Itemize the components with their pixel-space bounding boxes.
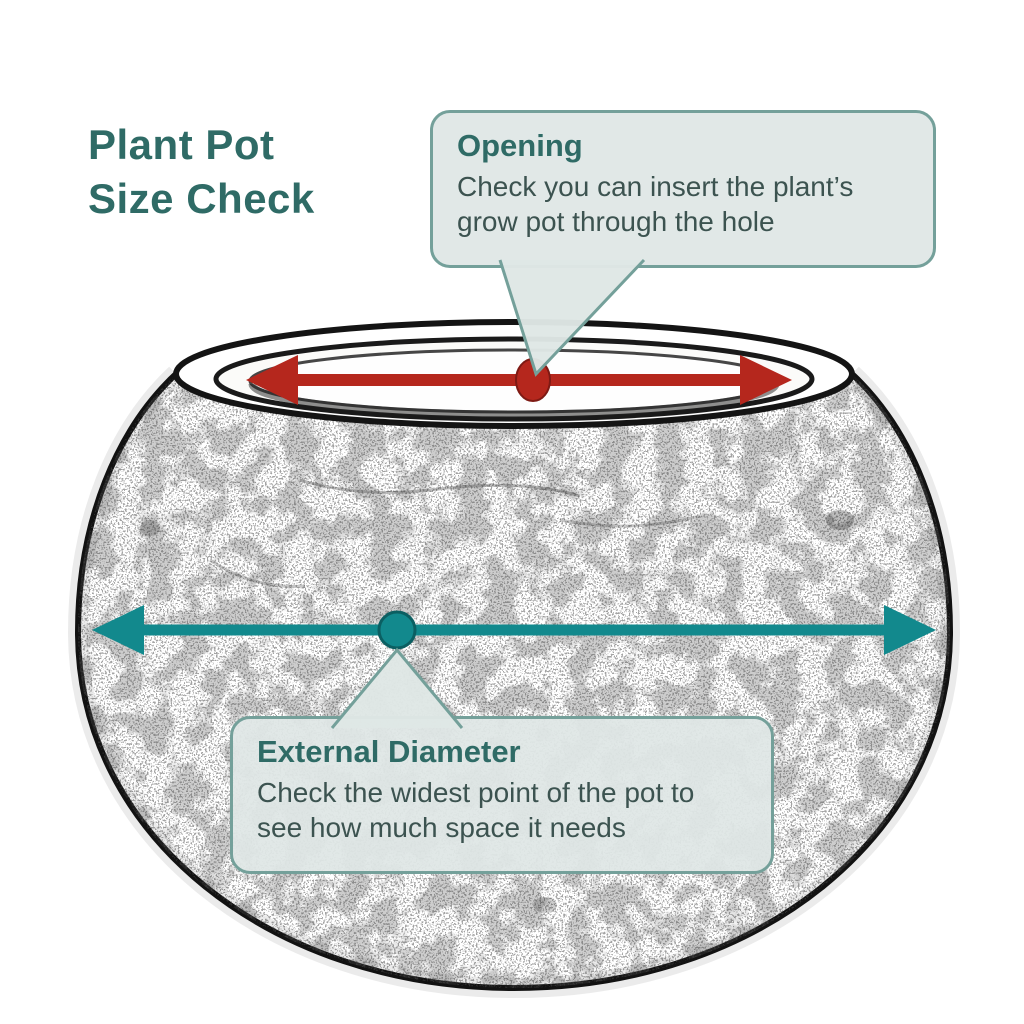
callout-external-diameter-title: External Diameter bbox=[257, 734, 521, 769]
page-title-line1: Plant Pot bbox=[88, 121, 275, 168]
sketch-line bbox=[299, 478, 581, 498]
external-diameter-arrow bbox=[92, 605, 936, 655]
sketch-line bbox=[559, 514, 701, 528]
opening-dot bbox=[515, 358, 551, 402]
pot-edge-shading bbox=[67, 366, 961, 999]
sketch-blotch bbox=[826, 510, 854, 530]
callout-opening-body: Check you can insert the plant’s grow po… bbox=[457, 171, 854, 237]
page-title-line2: Size Check bbox=[88, 174, 315, 222]
callout-external-diameter: External Diameter Check the widest point… bbox=[230, 716, 774, 874]
opening-arrow bbox=[246, 355, 792, 405]
pot-sketch bbox=[67, 319, 961, 999]
sketch-blotch bbox=[140, 520, 160, 536]
sketch-blotch bbox=[533, 897, 557, 913]
external-arrow-right-head bbox=[884, 605, 936, 655]
opening-arrow-right-head bbox=[740, 355, 792, 405]
callout-opening: Opening Check you can insert the plant’s… bbox=[430, 110, 936, 268]
callout-opening-title: Opening bbox=[457, 128, 583, 163]
sketch-line bbox=[209, 558, 306, 588]
external-dot bbox=[377, 610, 417, 650]
callout-external-diameter-body: Check the widest point of the pot to see… bbox=[257, 777, 695, 843]
external-arrow-left-head bbox=[92, 605, 144, 655]
pot-texture-stipple bbox=[78, 374, 950, 988]
opening-arrow-left-head bbox=[246, 355, 298, 405]
page-title: Plant Pot Size Check bbox=[88, 118, 315, 226]
